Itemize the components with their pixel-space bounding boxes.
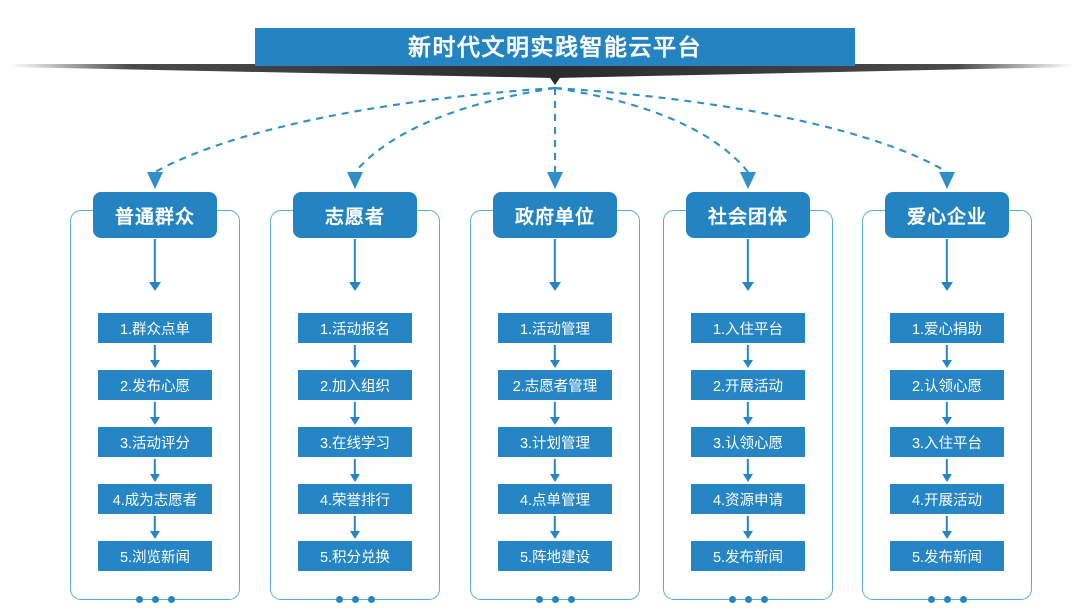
flow-step-box[interactable]: 5.积分兑换 [298, 541, 412, 571]
column-items-1: 1.群众点单 2.发布心愿 3.活动评分 4.成为志愿者 5.浏览新闻 [70, 275, 240, 606]
flow-step-box[interactable]: 1.入住平台 [691, 313, 805, 343]
arrow-down-icon [349, 400, 361, 427]
arrow-down-icon [549, 514, 561, 541]
flow-step-box[interactable]: 2.加入组织 [298, 370, 412, 400]
more-items-ellipsis [135, 592, 175, 606]
ellipsis-dot [335, 595, 343, 603]
arrow-down-icon [549, 400, 561, 427]
arrow-down-icon [742, 457, 754, 484]
arrow-down-icon [149, 457, 161, 484]
flow-step-box[interactable]: 4.点单管理 [498, 484, 612, 514]
ellipsis-dot [351, 595, 359, 603]
flow-step-box[interactable]: 5.发布新闻 [890, 541, 1004, 571]
more-items-ellipsis [335, 592, 375, 606]
column-header-3[interactable]: 政府单位 [493, 192, 617, 238]
arrow-down-icon [349, 343, 361, 370]
flow-step-box[interactable]: 5.发布新闻 [691, 541, 805, 571]
column-header-2[interactable]: 志愿者 [293, 192, 417, 238]
column-items-5: 1.爱心捐助 2.认领心愿 3.入住平台 4.开展活动 5.发布新闻 [862, 275, 1032, 606]
more-items-ellipsis [535, 592, 575, 606]
arrow-down-icon [149, 343, 161, 370]
arrow-down-icon [349, 275, 361, 313]
ellipsis-dot [728, 595, 736, 603]
arrow-down-icon [549, 457, 561, 484]
flow-step-box[interactable]: 3.活动评分 [98, 427, 212, 457]
flow-step-box[interactable]: 1.群众点单 [98, 313, 212, 343]
flow-step-box[interactable]: 5.浏览新闻 [98, 541, 212, 571]
flow-step-box[interactable]: 4.开展活动 [890, 484, 1004, 514]
more-items-ellipsis [927, 592, 967, 606]
ellipsis-dot [943, 595, 951, 603]
flow-step-box[interactable]: 2.发布心愿 [98, 370, 212, 400]
flow-step-box[interactable]: 5.阵地建设 [498, 541, 612, 571]
ellipsis-dot [135, 595, 143, 603]
arrow-down-icon [941, 400, 953, 427]
ellipsis-dot [151, 595, 159, 603]
flow-step-box[interactable]: 1.活动报名 [298, 313, 412, 343]
arrow-down-icon [742, 343, 754, 370]
ellipsis-dot [567, 595, 575, 603]
column-items-2: 1.活动报名 2.加入组织 3.在线学习 4.荣誉排行 5.积分兑换 [270, 275, 440, 606]
more-items-ellipsis [728, 592, 768, 606]
arrow-down-icon [549, 343, 561, 370]
flow-step-box[interactable]: 4.资源申请 [691, 484, 805, 514]
column-header-4[interactable]: 社会团体 [686, 192, 810, 238]
arrow-down-icon [742, 275, 754, 313]
arrow-down-icon [549, 275, 561, 313]
banner-background [255, 28, 855, 66]
flow-step-box[interactable]: 3.入住平台 [890, 427, 1004, 457]
column-items-3: 1.活动管理 2.志愿者管理 3.计划管理 4.点单管理 5.阵地建设 [470, 275, 640, 606]
flow-step-box[interactable]: 2.志愿者管理 [498, 370, 612, 400]
arrow-down-icon [742, 514, 754, 541]
arrow-down-icon [349, 514, 361, 541]
ellipsis-dot [167, 595, 175, 603]
column-header-1[interactable]: 普通群众 [93, 192, 217, 238]
page-title: 新时代文明实践智能云平台 [408, 34, 702, 60]
arrow-down-icon [149, 514, 161, 541]
ellipsis-dot [959, 595, 967, 603]
ellipsis-dot [551, 595, 559, 603]
ellipsis-dot [760, 595, 768, 603]
column-header-5[interactable]: 爱心企业 [885, 192, 1009, 238]
flow-step-box[interactable]: 1.活动管理 [498, 313, 612, 343]
flow-step-box[interactable]: 2.开展活动 [691, 370, 805, 400]
flow-step-box[interactable]: 4.荣誉排行 [298, 484, 412, 514]
ellipsis-dot [535, 595, 543, 603]
flow-step-box[interactable]: 4.成为志愿者 [98, 484, 212, 514]
ellipsis-dot [367, 595, 375, 603]
arrow-down-icon [941, 457, 953, 484]
arrow-down-icon [149, 400, 161, 427]
flow-step-box[interactable]: 3.在线学习 [298, 427, 412, 457]
arrow-down-icon [941, 343, 953, 370]
arrow-down-icon [349, 457, 361, 484]
flow-step-box[interactable]: 3.认领心愿 [691, 427, 805, 457]
ellipsis-dot [927, 595, 935, 603]
flow-step-box[interactable]: 3.计划管理 [498, 427, 612, 457]
arrow-down-icon [941, 275, 953, 313]
arrow-down-icon [149, 275, 161, 313]
flow-step-box[interactable]: 1.爱心捐助 [890, 313, 1004, 343]
arrow-down-icon [742, 400, 754, 427]
ellipsis-dot [744, 595, 752, 603]
flow-step-box[interactable]: 2.认领心愿 [890, 370, 1004, 400]
arrow-down-icon [941, 514, 953, 541]
column-items-4: 1.入住平台 2.开展活动 3.认领心愿 4.资源申请 5.发布新闻 [663, 275, 833, 606]
